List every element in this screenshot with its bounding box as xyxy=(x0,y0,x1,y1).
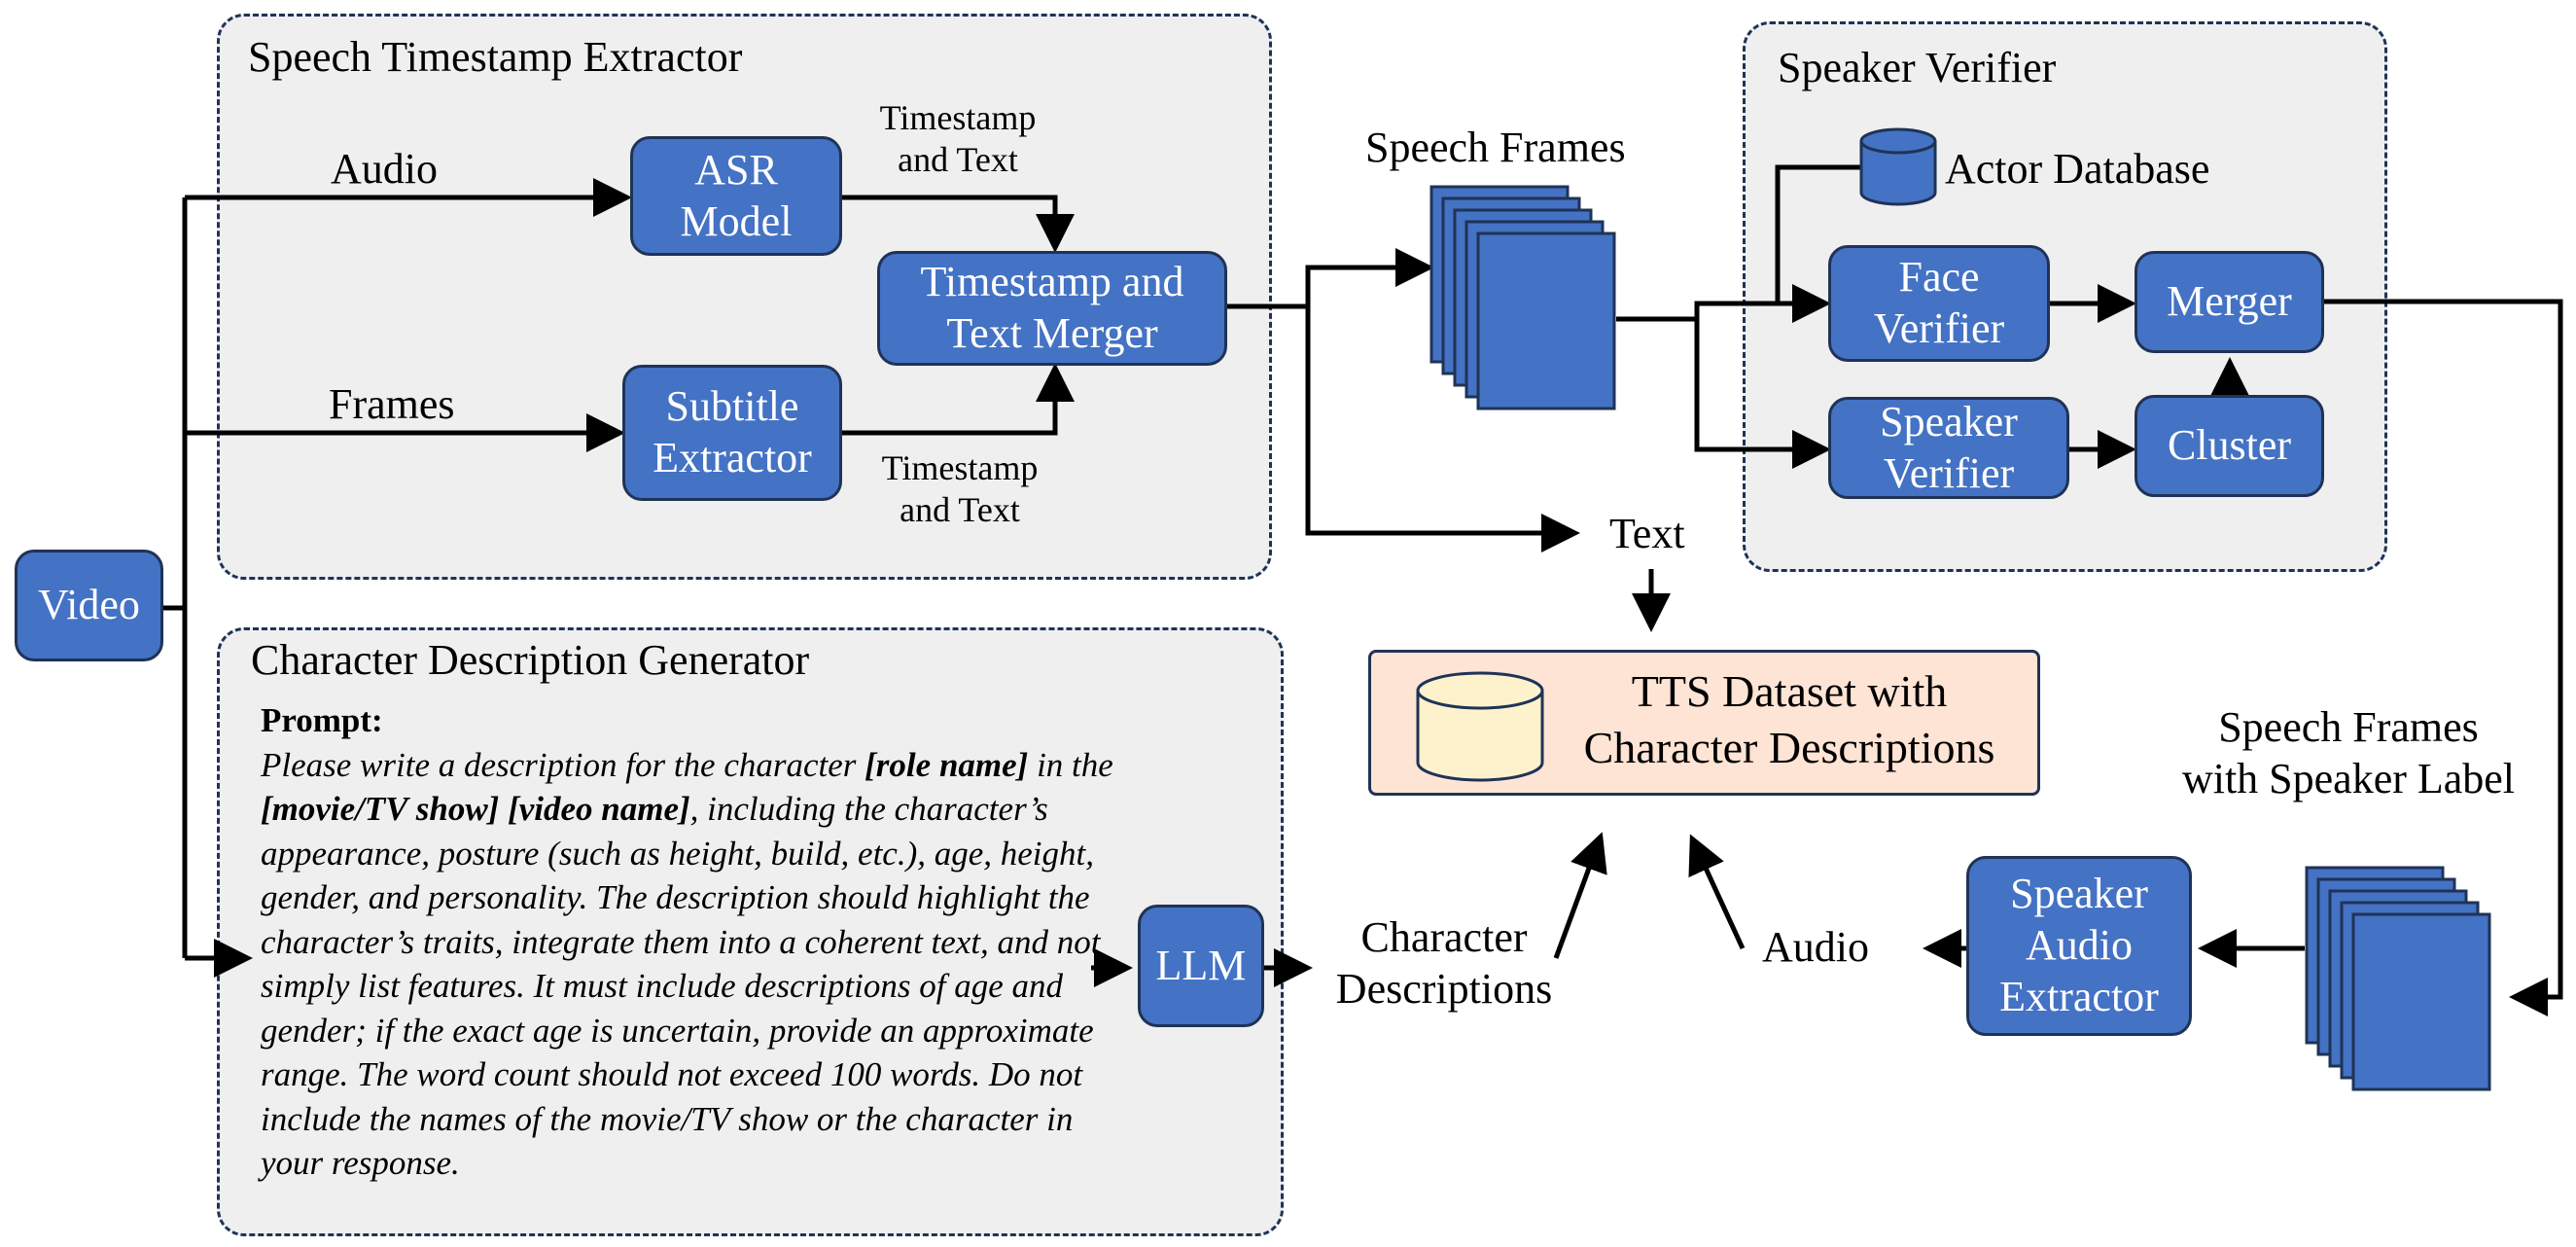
label-audio-out: Audio xyxy=(1762,923,1869,971)
label-text: Text xyxy=(1609,510,1685,557)
label-ts-text-bottom: Timestamp and Text xyxy=(858,447,1062,531)
panel-character-description-generator xyxy=(217,627,1284,1236)
arrow-subtitle-to-merger xyxy=(842,363,1075,436)
label-character-descriptions: Character Descriptions xyxy=(1308,912,1580,1015)
face-line-1: Face xyxy=(1898,253,1980,302)
cluster-box: Cluster xyxy=(2135,395,2324,497)
prompt-heading: Prompt: xyxy=(261,701,383,739)
label-sf-speaker-2: with Speaker Label xyxy=(2181,754,2516,802)
label-sf-speaker-1: Speech Frames xyxy=(2218,703,2479,751)
video-box: Video xyxy=(15,550,163,661)
prompt-part-1: Please write a description for the chara… xyxy=(261,745,865,784)
cluster-label: Cluster xyxy=(2167,421,2292,470)
llm-box: LLM xyxy=(1138,905,1264,1027)
subtitle-extractor-box: Subtitle Extractor xyxy=(622,365,842,501)
asr-model-box: ASR Model xyxy=(630,136,842,256)
tts-line-1: TTS Dataset with xyxy=(1631,666,1948,716)
sae-line-2: Audio xyxy=(2026,921,2133,970)
speaker-line-2: Verifier xyxy=(1883,448,2015,497)
label-speech-frames-with-speaker-label: Speech Frames with Speaker Label xyxy=(2144,702,2553,805)
label-ts-text-bottom-1: Timestamp xyxy=(881,448,1039,487)
arrow-merger-to-frames xyxy=(1227,248,1434,309)
speech-frames-with-speaker-label-stack xyxy=(2305,866,2491,1091)
label-audio-in: Audio xyxy=(331,145,438,193)
line-actor-db-to-face xyxy=(1775,164,1867,303)
arrow-frames-to-face xyxy=(1694,284,1831,323)
speaker-line-1: Speaker xyxy=(1880,397,2018,445)
prompt-part-2: in the xyxy=(1028,745,1113,784)
subtitle-line-2: Extractor xyxy=(653,434,812,481)
actor-database-icon xyxy=(1859,127,1937,206)
speech-frames-stack xyxy=(1429,185,1616,410)
panel-title-speaker-verifier: Speaker Verifier xyxy=(1778,44,2057,91)
prompt-body: Please write a description for the chara… xyxy=(261,743,1116,1186)
prompt-text-block: Prompt: Please write a description for t… xyxy=(261,698,1116,1186)
asr-line-1: ASR xyxy=(694,145,778,194)
label-frames-in: Frames xyxy=(329,380,455,428)
timestamp-text-merger-box: Timestamp and Text Merger xyxy=(877,251,1227,366)
merger-ts-line-2: Text Merger xyxy=(946,309,1158,357)
label-actor-database: Actor Database xyxy=(1945,145,2210,193)
face-line-2: Verifier xyxy=(1873,304,2005,352)
tts-line-2: Character Descriptions xyxy=(1583,723,1995,772)
subtitle-line-1: Subtitle xyxy=(665,382,799,431)
label-char-desc-1: Character xyxy=(1360,913,1528,961)
tts-dataset-label: TTS Dataset with Character Descriptions xyxy=(1546,663,2032,776)
arrow-frames-to-speaker-verifier xyxy=(1694,319,1831,469)
arrow-merger-to-text xyxy=(1305,306,1580,552)
panel-title-speech-timestamp-extractor: Speech Timestamp Extractor xyxy=(248,33,743,81)
llm-label: LLM xyxy=(1155,941,1247,989)
merger-ts-line-1: Timestamp and xyxy=(920,258,1184,306)
arrow-audio-to-tts xyxy=(1688,834,1746,950)
label-speech-frames: Speech Frames xyxy=(1365,124,1626,171)
merger-label: Merger xyxy=(2167,277,2292,326)
prompt-var-video-name: [movie/TV show] [video name] xyxy=(261,790,690,828)
face-verifier-box: Face Verifier xyxy=(1828,245,2050,362)
sae-line-1: Speaker xyxy=(2010,870,2148,918)
video-label: Video xyxy=(38,581,140,629)
prompt-var-role-name: [role name] xyxy=(865,745,1029,784)
asr-line-2: Model xyxy=(680,196,793,245)
speaker-audio-extractor-box: Speaker Audio Extractor xyxy=(1966,856,2192,1036)
label-ts-text-top: Timestamp and Text xyxy=(856,97,1060,181)
prompt-part-3: , including the character’s appearance, … xyxy=(261,790,1101,1182)
arrow-merger-to-labeled-frames xyxy=(2324,299,2563,1016)
label-char-desc-2: Descriptions xyxy=(1335,964,1553,1013)
panel-title-character-description-generator: Character Description Generator xyxy=(251,636,810,684)
sae-line-3: Extractor xyxy=(1999,972,2159,1020)
arrow-video-trunk xyxy=(163,197,188,958)
arrow-descriptions-to-tts xyxy=(1553,832,1607,959)
label-ts-text-top-1: Timestamp xyxy=(879,98,1037,137)
merger-box: Merger xyxy=(2135,251,2324,353)
label-ts-text-top-2: and Text xyxy=(898,140,1018,180)
speaker-verifier-box: Speaker Verifier xyxy=(1828,397,2069,499)
label-ts-text-bottom-2: and Text xyxy=(900,490,1020,530)
arrow-asr-to-merger xyxy=(842,195,1075,253)
